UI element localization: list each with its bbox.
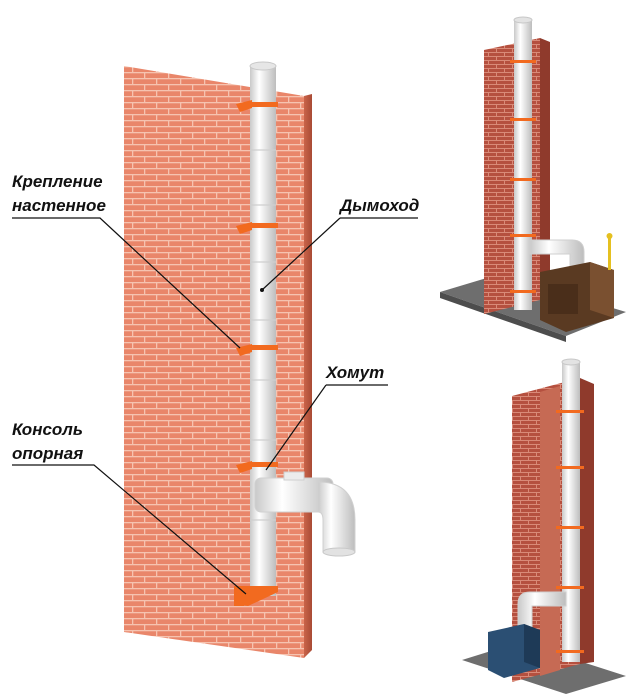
label-console-line2: опорная <box>12 444 84 463</box>
chimney-pointer-dot <box>260 288 264 292</box>
label-leader-lines <box>12 217 418 595</box>
scene-boiler-indoor <box>462 358 626 694</box>
label-wall-mount-line1: Крепление <box>12 172 103 191</box>
label-wall-mount-line2: настенное <box>12 196 106 215</box>
brick-wall-main <box>124 66 312 658</box>
scene-boiler-outdoor <box>440 16 626 342</box>
chimney-pipe-main <box>249 61 356 596</box>
label-clamp: Хомут <box>326 363 385 382</box>
wall-brackets <box>234 100 278 606</box>
label-console-line1: Консоль <box>12 420 83 439</box>
label-chimney: Дымоход <box>340 196 420 215</box>
